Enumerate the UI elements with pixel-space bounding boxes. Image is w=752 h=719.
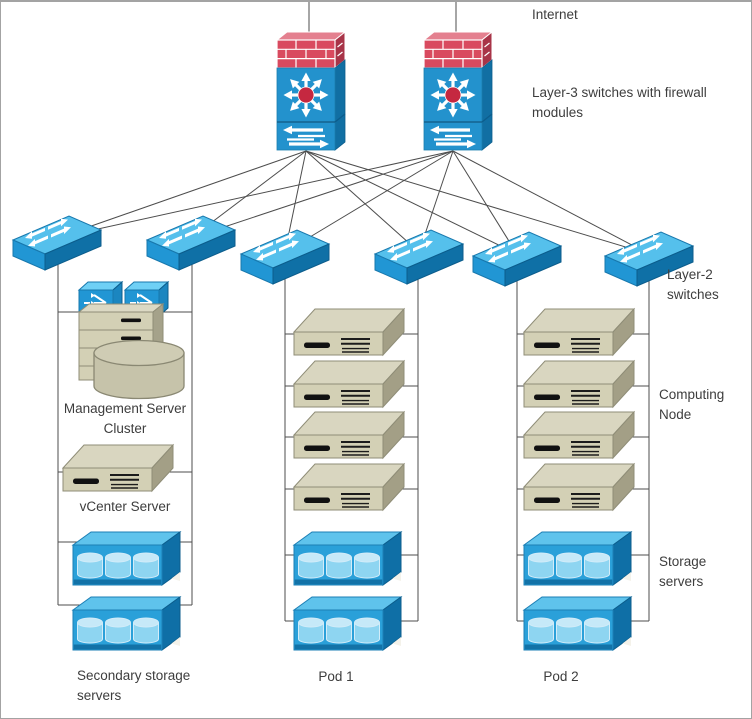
computing-node-icon (523, 308, 635, 356)
storage-server-icon (293, 596, 402, 651)
layer2-switches-label: Layer-2 switches (667, 267, 719, 302)
secondary-storage-label: Secondary storage servers (77, 668, 191, 703)
storage-server-icon (72, 531, 181, 586)
pod1-label: Pod 1 (318, 669, 354, 684)
database-icon (93, 339, 185, 400)
computing-node-icon (293, 360, 405, 408)
computing-node-label: Computing Node (659, 387, 725, 422)
vcenter-server-label: vCenter Server (79, 499, 171, 514)
storage-servers-label: Storage servers (659, 554, 707, 589)
layer2-switch-icon (147, 214, 235, 270)
computing-node-icon (293, 308, 405, 356)
management-cluster-label: Management Server Cluster (63, 401, 187, 436)
storage-server-icon (72, 596, 181, 651)
layer2-switch-icon (13, 214, 101, 270)
computing-node-icon (523, 360, 635, 408)
computing-node-icon (523, 411, 635, 459)
computing-node-icon (293, 411, 405, 459)
pod1-group (293, 308, 405, 651)
storage-server-icon (293, 531, 402, 586)
pod2-label: Pod 2 (543, 669, 579, 684)
storage-server-icon (523, 531, 632, 586)
layer2-switch-icon (375, 228, 463, 284)
layer2-switch-icon (241, 228, 329, 284)
computing-node-icon (523, 463, 635, 511)
vcenter-server-icon (62, 444, 174, 492)
computing-node-icon (293, 463, 405, 511)
layer3-switch-firewall-icon (424, 32, 492, 150)
layer3-switches-label: Layer-3 switches with firewall modules (532, 85, 707, 120)
layer3-firewall-switches (277, 32, 492, 150)
management-cluster-group (62, 281, 185, 651)
layer3-switch-firewall-icon (277, 32, 345, 150)
storage-server-icon (523, 596, 632, 651)
pod2-group (523, 308, 635, 651)
internet-label: Internet (532, 7, 578, 22)
